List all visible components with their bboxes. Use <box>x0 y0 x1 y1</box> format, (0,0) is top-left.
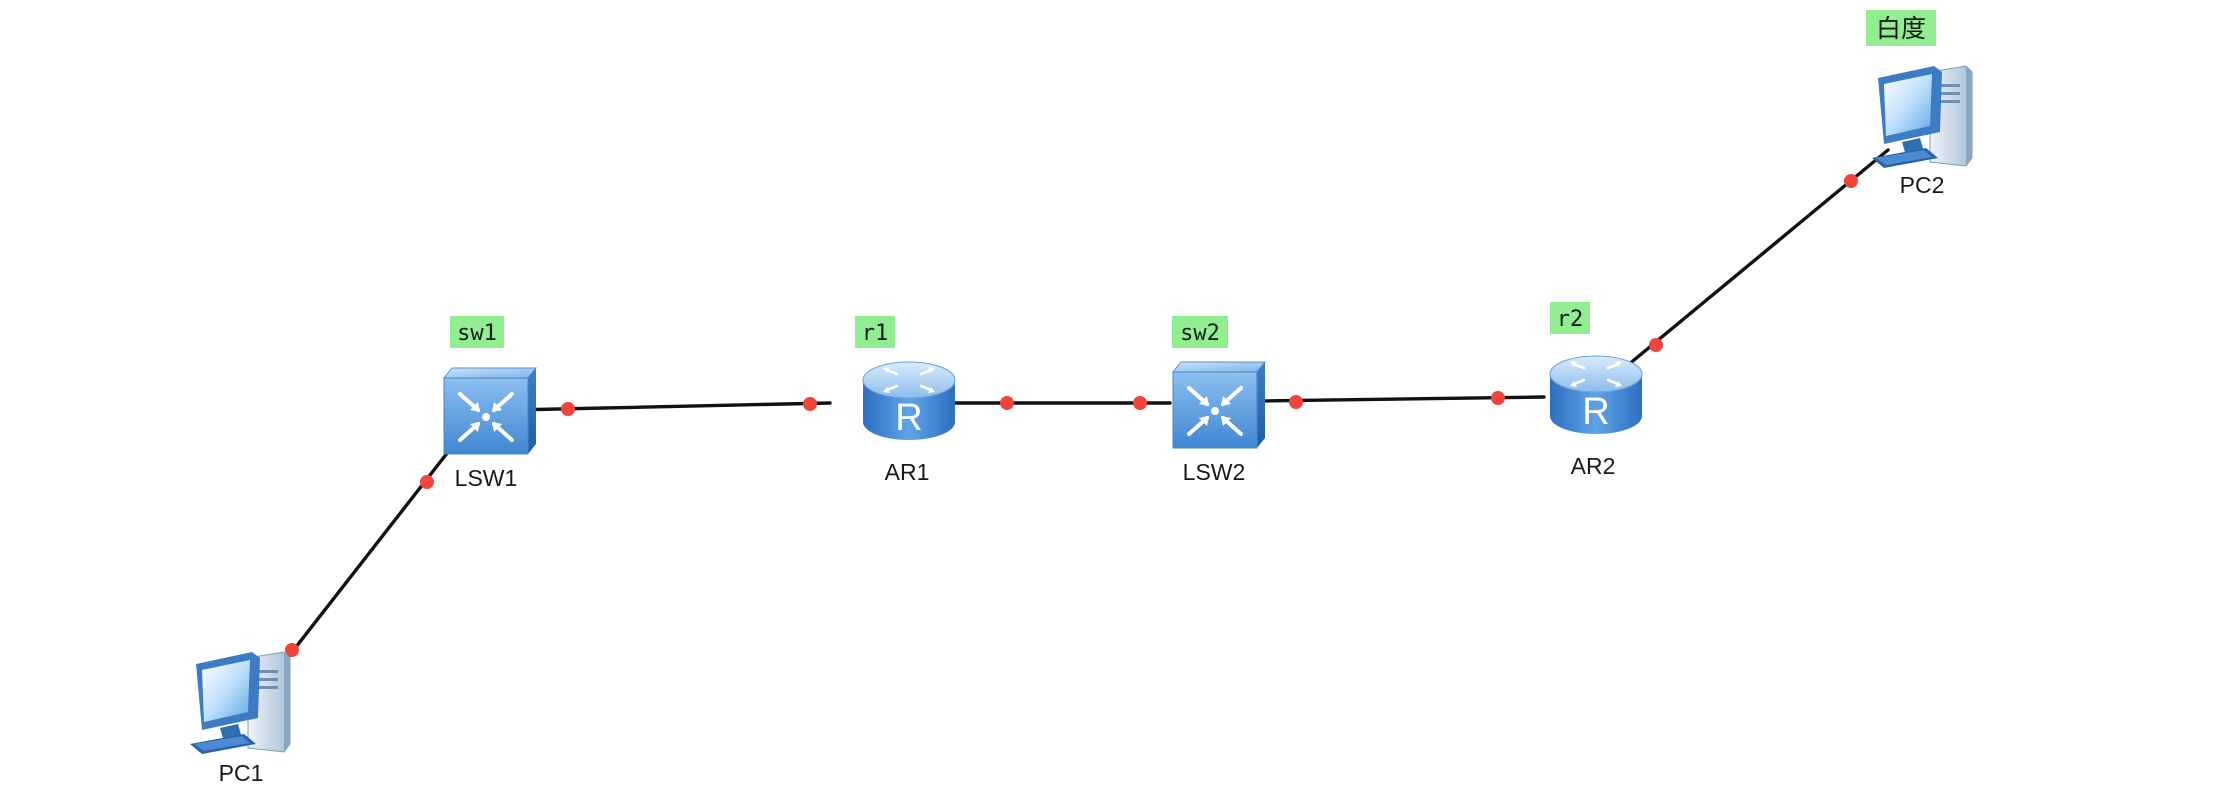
port-dot[interactable] <box>1491 391 1505 405</box>
device-label-lsw2: LSW2 <box>1183 459 1246 485</box>
port-dot[interactable] <box>1133 396 1147 410</box>
device-label-ar2: AR2 <box>1571 453 1616 479</box>
device-lsw1[interactable] <box>442 366 538 456</box>
router-icon <box>861 360 957 442</box>
device-lsw2[interactable] <box>1171 360 1267 450</box>
tag-baidu-text: 白度 <box>1876 14 1926 43</box>
device-label-pc1: PC1 <box>219 760 264 786</box>
switch-icon <box>1171 360 1267 450</box>
tag-baidu[interactable]: 白度 <box>1866 10 1936 46</box>
device-pc1[interactable] <box>189 651 291 755</box>
device-ar1[interactable] <box>861 360 957 442</box>
device-ar2[interactable] <box>1548 354 1644 436</box>
device-label-ar1: AR1 <box>885 459 930 485</box>
port-dot[interactable] <box>420 475 434 489</box>
router-icon <box>1548 354 1644 436</box>
switch-icon <box>442 366 538 456</box>
port-dot[interactable] <box>1649 338 1663 352</box>
device-label-pc2: PC2 <box>1900 172 1945 198</box>
link-lsw1-ar1[interactable] <box>510 401 832 412</box>
tag-sw1[interactable]: sw1 <box>450 316 504 348</box>
pc-icon <box>189 651 291 755</box>
link-ar2-pc2[interactable] <box>1626 148 1890 367</box>
link-pc1-lsw1[interactable] <box>276 450 450 672</box>
port-dot[interactable] <box>1844 174 1858 188</box>
tag-r2-text: r2 <box>1557 307 1584 332</box>
tag-r1-text: r1 <box>862 321 889 346</box>
tag-sw2[interactable]: sw2 <box>1172 316 1228 348</box>
device-label-lsw1: LSW1 <box>455 465 518 491</box>
port-dot[interactable] <box>1289 395 1303 409</box>
tag-sw1-text: sw1 <box>457 321 497 346</box>
port-dot[interactable] <box>1000 396 1014 410</box>
tag-r1[interactable]: r1 <box>855 316 895 348</box>
port-dot[interactable] <box>285 643 299 657</box>
ports-layer <box>285 174 1858 657</box>
tag-sw2-text: sw2 <box>1180 321 1220 346</box>
tag-r2[interactable]: r2 <box>1550 302 1590 334</box>
port-dot[interactable] <box>803 397 817 411</box>
port-dot[interactable] <box>561 402 575 416</box>
